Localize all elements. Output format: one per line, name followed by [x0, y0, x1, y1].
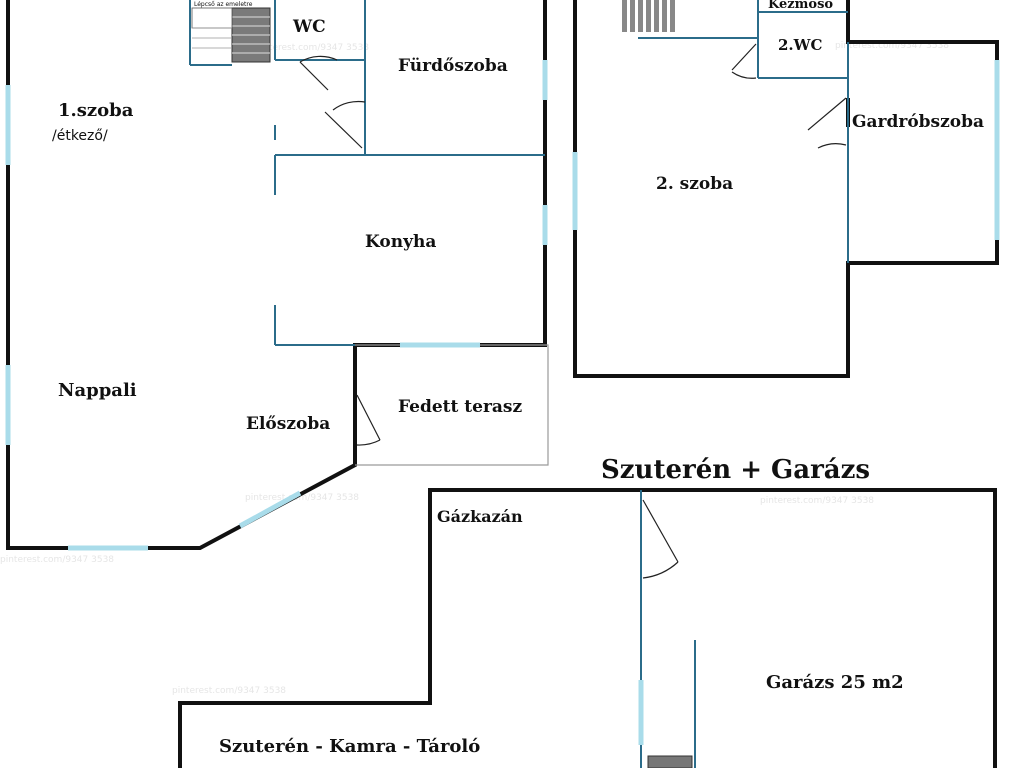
watermark: pinterest.com/9347 3538	[835, 41, 949, 51]
garage-label: Garázs 25 m2	[766, 672, 904, 693]
ground-floor-labels: Lépcső az emeletre WC Fürdőszoba 1.szoba…	[52, 1, 522, 434]
storage-label: Szuterén - Kamra - Tároló	[219, 736, 480, 757]
watermark: pinterest.com/9347 3538	[255, 43, 369, 53]
upper-floor-doors	[731, 43, 847, 149]
watermark: pinterest.com/9347 3538	[245, 493, 359, 503]
kitchen-label: Konyha	[365, 232, 436, 252]
ground-floor-doors	[299, 55, 381, 446]
dressing-room-label: Gardróbszoba	[852, 112, 984, 132]
gas-boiler-label: Gázkazán	[437, 507, 523, 526]
watermarks: pinterest.com/9347 3538 pinterest.com/93…	[0, 41, 949, 696]
bathroom-label: Fürdőszoba	[398, 56, 508, 76]
upper-staircase	[622, 0, 675, 32]
basement-details	[638, 499, 693, 768]
upper-floor-windows	[572, 60, 1000, 240]
staircase	[191, 7, 271, 63]
upper-floor-walls	[573, 0, 999, 378]
ground-floor-windows	[5, 60, 548, 551]
basement-walls	[178, 488, 997, 768]
basement-title: Szuterén + Garázs	[601, 455, 870, 485]
wc-label: WC	[292, 17, 326, 37]
hallway-label: Előszoba	[246, 414, 330, 434]
wc2-label: 2.WC	[778, 36, 823, 54]
basement-labels: Gázkazán Garázs 25 m2 Szuterén - Kamra -…	[219, 507, 904, 757]
room1-label: 1.szoba	[58, 100, 134, 121]
room1-note-label: /étkező/	[52, 128, 108, 144]
upper-floor-labels: Kézmosó 2.WC Gardróbszoba 2. szoba	[656, 0, 984, 194]
ground-floor-walls	[6, 0, 549, 550]
stair-note-label: Lépcső az emeletre	[194, 1, 253, 8]
watermark: pinterest.com/9347 3538	[172, 686, 286, 696]
washbasin-label: Kézmosó	[768, 0, 833, 12]
room2-label: 2. szoba	[656, 174, 733, 194]
watermark: pinterest.com/9347 3538	[760, 496, 874, 506]
living-room-label: Nappali	[58, 380, 137, 401]
watermark: pinterest.com/9347 3538	[0, 555, 114, 565]
covered-terrace-label: Fedett terasz	[398, 397, 522, 417]
